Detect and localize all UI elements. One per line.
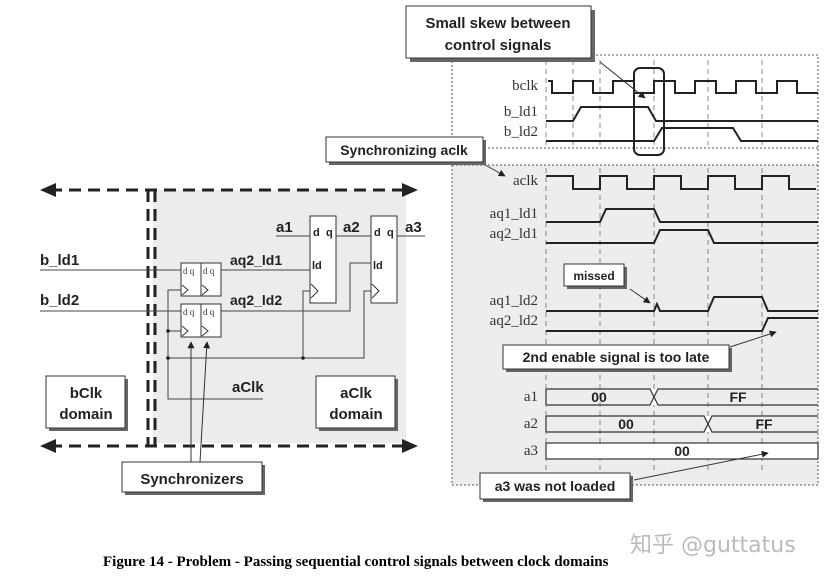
signal-label-aq2-ld1: aq2_ld1 bbox=[490, 226, 538, 242]
missed-callout: missed bbox=[563, 263, 627, 289]
skew-callout: Small skew between control signals bbox=[405, 5, 595, 62]
signal-label-a3: a3 bbox=[524, 443, 538, 459]
synchronizer-ld2: d q d q bbox=[180, 303, 222, 338]
clock-label-aclk: aClk bbox=[232, 379, 264, 396]
waveform-aq1-ld1 bbox=[546, 208, 818, 223]
net-label-aq2-ld1: aq2_ld1 bbox=[230, 252, 282, 268]
svg-text:domain: domain bbox=[59, 406, 112, 423]
bclk-domain-label: bClk domain bbox=[45, 375, 128, 431]
svg-text:ld: ld bbox=[373, 260, 383, 272]
figure-caption: Figure 14 - Problem - Passing sequential… bbox=[103, 554, 609, 570]
svg-text:aClk: aClk bbox=[340, 385, 372, 402]
bus-a3-value: 00 bbox=[674, 443, 690, 459]
bus-a3 bbox=[545, 442, 819, 460]
svg-text:q: q bbox=[387, 227, 394, 239]
bus-a2-value-new: FF bbox=[755, 416, 773, 432]
arrow-head-right-top bbox=[402, 183, 418, 197]
net-label-aq2-ld2: aq2_ld2 bbox=[230, 292, 282, 308]
svg-text:missed: missed bbox=[573, 269, 614, 283]
input-label-b-ld2: b_ld2 bbox=[40, 292, 79, 309]
skew-highlight bbox=[633, 67, 665, 156]
waveform-bclk bbox=[548, 80, 818, 94]
watermark: 知乎 @guttatus bbox=[630, 533, 796, 558]
signal-label-bclk: bclk bbox=[512, 78, 538, 94]
svg-text:d: d bbox=[374, 227, 381, 239]
too-late-callout: 2nd enable signal is too late bbox=[502, 344, 732, 372]
register-a2: d q ld bbox=[309, 215, 337, 304]
svg-text:ld: ld bbox=[312, 260, 322, 272]
svg-text:d: d bbox=[313, 227, 320, 239]
svg-text:d q: d q bbox=[183, 266, 195, 276]
signal-label-aclk: aclk bbox=[513, 173, 538, 189]
synchronizers-callout: Synchronizers bbox=[121, 461, 265, 495]
net-label-a1: a1 bbox=[276, 219, 293, 236]
timing-diagram: bclk b_ld1 b_ld2 aclk aq1_ld1 aq2_ld1 aq… bbox=[325, 5, 819, 502]
waveform-aq2-ld2 bbox=[546, 317, 818, 332]
net-label-a2: a2 bbox=[343, 219, 360, 236]
svg-text:bClk: bClk bbox=[70, 385, 103, 402]
waveform-b-ld1 bbox=[546, 106, 818, 122]
bus-a1 bbox=[545, 388, 818, 406]
net-label-a3: a3 bbox=[405, 219, 422, 236]
arrow-head-right-bottom bbox=[402, 439, 418, 453]
arrow-head-left-top bbox=[40, 183, 56, 197]
svg-text:d q: d q bbox=[203, 307, 215, 317]
input-label-b-ld1: b_ld1 bbox=[40, 252, 79, 269]
not-loaded-callout: a3 was not loaded bbox=[479, 472, 633, 502]
bus-a1-value-new: FF bbox=[729, 389, 747, 405]
signal-label-b-ld1: b_ld1 bbox=[504, 104, 538, 120]
svg-text:Synchronizing aclk: Synchronizing aclk bbox=[340, 142, 468, 158]
sync-aclk-callout: Synchronizing aclk bbox=[325, 136, 486, 165]
bus-a2 bbox=[545, 415, 818, 433]
signal-label-aq1-ld1: aq1_ld1 bbox=[490, 206, 538, 222]
waveform-aq2-ld1 bbox=[546, 229, 818, 244]
svg-text:2nd enable signal is too late: 2nd enable signal is too late bbox=[523, 349, 710, 365]
waveform-aq1-ld2 bbox=[546, 296, 818, 312]
synchronizer-ld1: d q d q bbox=[180, 262, 222, 297]
signal-label-aq2-ld2: aq2_ld2 bbox=[490, 313, 538, 329]
svg-text:control signals: control signals bbox=[445, 37, 552, 54]
bus-a2-value-old: 00 bbox=[618, 416, 634, 432]
bus-a1-value-old: 00 bbox=[591, 389, 607, 405]
svg-text:domain: domain bbox=[329, 406, 382, 423]
register-a3: d q ld bbox=[370, 215, 398, 304]
signal-label-a1: a1 bbox=[524, 389, 538, 405]
svg-text:Synchronizers: Synchronizers bbox=[140, 471, 243, 488]
svg-text:d q: d q bbox=[183, 307, 195, 317]
svg-text:a3 was not loaded: a3 was not loaded bbox=[495, 478, 616, 494]
svg-text:q: q bbox=[326, 227, 333, 239]
signal-label-aq1-ld2: aq1_ld2 bbox=[490, 293, 538, 309]
aclk-domain-label: aClk domain bbox=[315, 375, 398, 431]
waveform-b-ld2 bbox=[546, 127, 818, 142]
svg-text:d q: d q bbox=[203, 266, 215, 276]
waveform-aclk bbox=[546, 175, 816, 190]
signal-label-b-ld2: b_ld2 bbox=[504, 124, 538, 140]
signal-label-a2: a2 bbox=[524, 416, 538, 432]
svg-text:Small skew between: Small skew between bbox=[425, 15, 570, 32]
schematic: b_ld1 b_ld2 d q d q d q d q d q ld bbox=[40, 183, 425, 495]
arrow-head-left-bottom bbox=[40, 439, 56, 453]
